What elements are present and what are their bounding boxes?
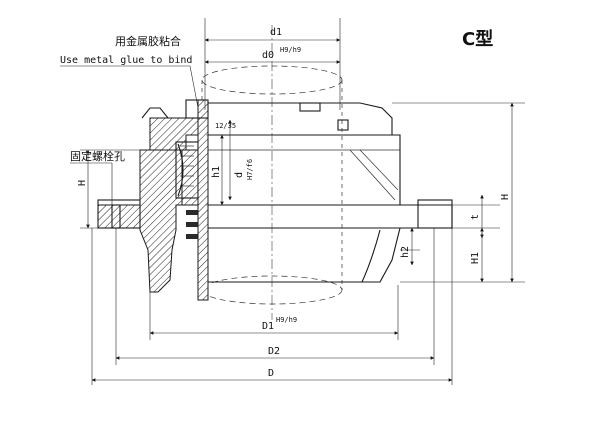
dim-D1-label: D1 (262, 321, 274, 332)
dim-H1-label: H1 (470, 252, 481, 264)
dim-h1: h1 12/35 (206, 122, 238, 206)
elevation-right-half (208, 102, 453, 283)
dim-bottom-horizontals: D1 H9/h9 D2 D (91, 228, 453, 385)
dim-d-tol: H7/f6 (246, 159, 254, 180)
dim-d0-tol: H9/h9 (280, 46, 301, 54)
section-left-half (97, 99, 209, 301)
dim-D1-tol: H9/h9 (276, 316, 297, 324)
type-label: C型 (462, 28, 493, 50)
bolt-hole-callout: 固定螺栓孔 (70, 149, 125, 163)
dim-H-label: H (500, 194, 511, 200)
glue-callout-cn: 用金属胶粘合 (115, 34, 181, 48)
dim-left-height-label: H (77, 180, 88, 186)
dim-h2-label: h2 (400, 246, 411, 258)
dim-D2-label: D2 (268, 346, 280, 357)
glue-callout-en: Use metal glue to bind (60, 55, 192, 66)
dim-d0: d0 H9/h9 (204, 46, 341, 64)
dim-D-label: D (268, 368, 274, 379)
dim-h1-label: h1 (211, 166, 222, 178)
dim-small-left: 12/35 (215, 122, 236, 130)
dim-t-label: t (470, 214, 481, 220)
dim-d1-label: d1 (270, 27, 282, 38)
dim-d1: d1 (204, 18, 341, 110)
dim-left-height: H (77, 149, 140, 229)
dim-right-verticals: t h2 H1 H (392, 102, 525, 283)
dim-d0-label: d0 (262, 50, 274, 61)
dim-d: d H7/f6 (228, 119, 254, 201)
dim-d-label: d (234, 172, 245, 178)
